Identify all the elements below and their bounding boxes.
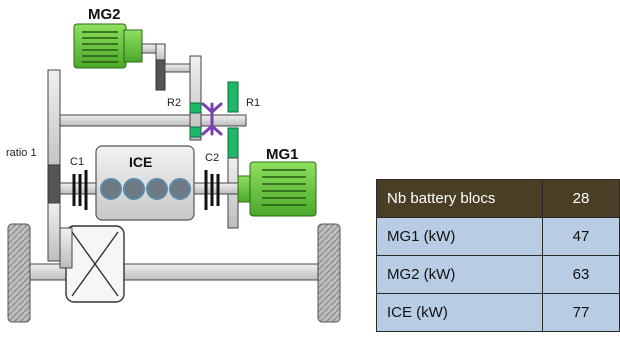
r1-gear-top [227, 81, 239, 113]
r2-gear-bottom [189, 126, 202, 138]
wheel-left [7, 223, 31, 323]
table-row: MG1 (kW) 47 [376, 217, 620, 256]
layshaft [59, 114, 247, 127]
row-value: 63 [542, 255, 620, 294]
mg2-pinion [155, 43, 166, 63]
label-ice: ICE [129, 154, 152, 170]
row-label: MG2 (kW) [376, 255, 543, 294]
ice-engine [95, 145, 195, 221]
mg2-pinion-dark [155, 59, 166, 91]
clutch-c2 [204, 170, 220, 210]
powertrain-diagram: MG2 MG1 ICE R1 R2 C1 C2 ratio 1 [6, 6, 341, 323]
label-mg2: MG2 [88, 6, 121, 23]
table-row: ICE (kW) 77 [376, 293, 620, 332]
label-mg1: MG1 [266, 146, 299, 163]
label-ratio1: ratio 1 [6, 147, 37, 159]
ratio1-output-gear [59, 227, 73, 269]
ratio1-gear-lower [47, 202, 61, 262]
table-row: MG2 (kW) 63 [376, 255, 620, 294]
mg1-motor [249, 161, 317, 217]
row-label: ICE (kW) [376, 293, 543, 332]
row-label: Nb battery blocs [376, 179, 543, 218]
row-label: MG1 (kW) [376, 217, 543, 256]
label-c2: C2 [205, 152, 219, 164]
spec-table: Nb battery blocs 28 MG1 (kW) 47 MG2 (kW)… [376, 179, 620, 332]
row-value: 28 [542, 179, 620, 218]
r1-gear-bottom [227, 127, 239, 159]
table-row: Nb battery blocs 28 [376, 179, 620, 218]
clutch-c1 [72, 170, 88, 210]
label-r2: R2 [167, 97, 181, 109]
label-c1: C1 [70, 156, 84, 168]
ice-cylinders [100, 178, 191, 200]
ratio1-gear-upper [47, 69, 61, 181]
synchro-clutch [201, 102, 223, 136]
mg2-idler-gear [189, 55, 202, 141]
r2-gear-top [189, 102, 202, 114]
row-value: 77 [542, 293, 620, 332]
row-value: 47 [542, 217, 620, 256]
ratio1-gear-dark [47, 164, 61, 204]
wheel-right [317, 223, 341, 323]
label-r1: R1 [246, 97, 260, 109]
